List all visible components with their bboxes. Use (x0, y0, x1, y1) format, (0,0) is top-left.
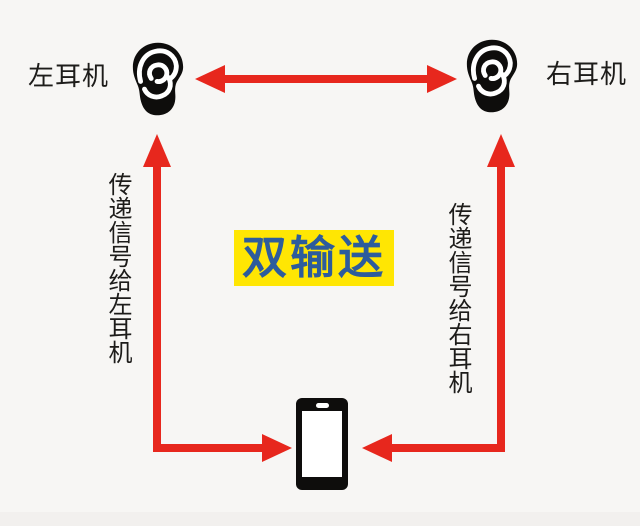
arrowhead-left-icon (195, 65, 225, 93)
right-ear-icon (463, 37, 521, 119)
bottom-edge-band (0, 512, 640, 526)
left-vertical-shaft (153, 164, 161, 452)
right-earbud-label: 右耳机 (546, 59, 628, 89)
left-horizontal-shaft (153, 444, 265, 452)
left-earbud-label: 左耳机 (28, 61, 110, 91)
arrowhead-up-right-icon (487, 134, 515, 167)
arrowhead-up-left-icon (143, 134, 171, 167)
banner-highlight: 双输送 (234, 230, 394, 286)
right-signal-note: 传递信号给右耳机 (444, 202, 471, 394)
right-horizontal-shaft (390, 444, 505, 452)
left-signal-note: 传递信号给左耳机 (104, 172, 131, 364)
right-vertical-shaft (497, 164, 505, 452)
phone-earpiece-slot (316, 403, 329, 408)
arrowhead-to-phone-left-icon (262, 434, 292, 462)
arrowhead-right-icon (427, 65, 457, 93)
phone-screen (302, 411, 342, 477)
phone-icon (296, 398, 348, 490)
arrowhead-to-phone-right-icon (362, 434, 392, 462)
double-arrow-shaft (222, 75, 430, 83)
left-ear-icon (129, 40, 187, 122)
banner-text: 双输送 (241, 232, 386, 283)
